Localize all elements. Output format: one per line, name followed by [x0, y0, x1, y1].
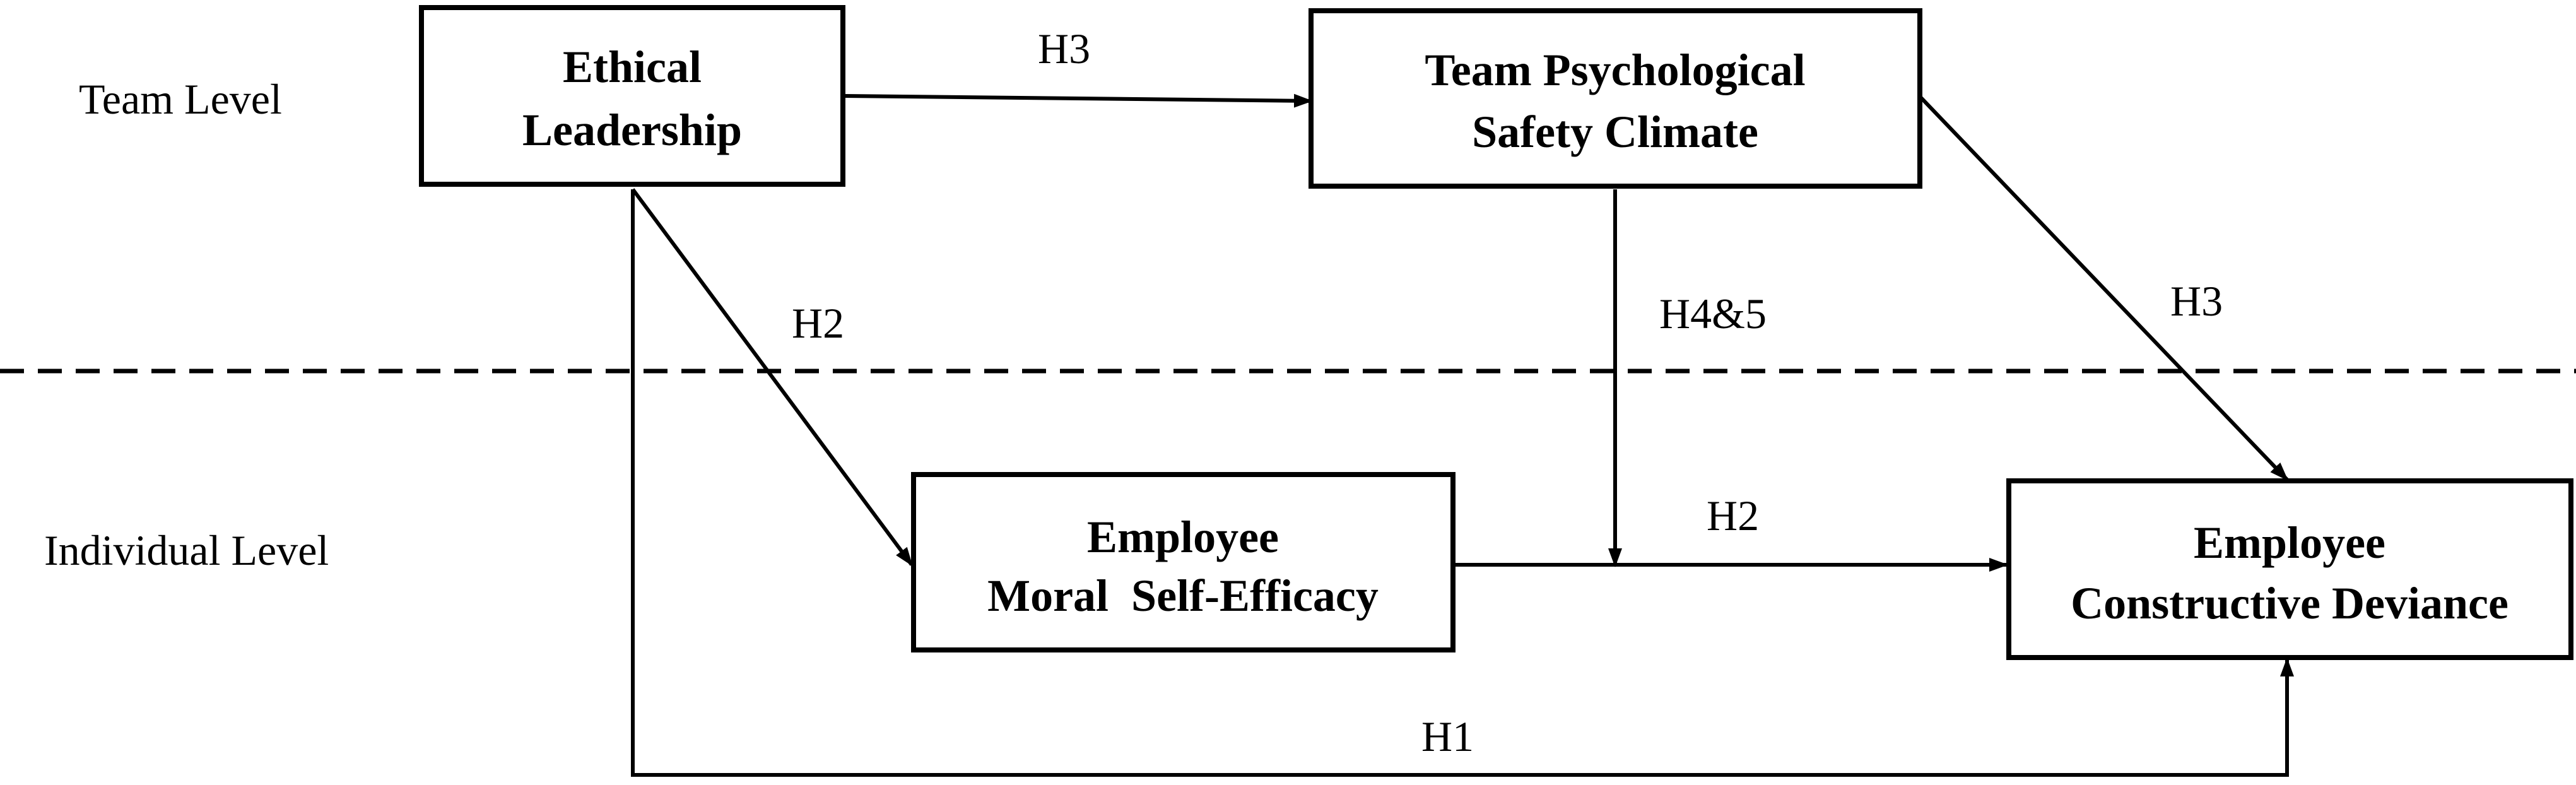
team-psych-safety-line2: Safety Climate [1472, 107, 1758, 157]
constructive-deviance-line2: Constructive Deviance [2071, 578, 2508, 629]
team-psych-safety-line1: Team Psychological [1425, 45, 1805, 95]
team-level-label: Team Level [79, 75, 282, 123]
box-constructive-deviance: Employee Constructive Deviance [2006, 478, 2573, 660]
moral-self-efficacy-line1: Employee [1087, 512, 1279, 562]
box-moral-self-efficacy: Employee Moral Self-Efficacy [911, 472, 1456, 652]
arrow-leadership-to-deviance [631, 189, 2294, 777]
constructive-deviance-line1: Employee [2194, 517, 2385, 568]
box-team-psych-safety: Team Psychological Safety Climate [1309, 8, 1922, 189]
label-leadership-to-efficacy: H2 [792, 299, 844, 347]
label-efficacy-to-deviance: H2 [1707, 492, 1759, 540]
box-ethical-leadership: Ethical Leadership [419, 5, 845, 187]
label-safety-to-deviance: H3 [2170, 277, 2223, 325]
arrow-leadership-to-efficacy [631, 188, 914, 567]
moral-self-efficacy-line2: Moral Self-Efficacy [987, 570, 1379, 621]
arrow-safety-to-deviance [1919, 96, 2289, 481]
label-leadership-to-deviance: H1 [1421, 712, 1474, 760]
label-moderation: H4&5 [1659, 290, 1767, 338]
ethical-leadership-line1: Ethical [563, 42, 702, 92]
label-leadership-to-safety: H3 [1038, 25, 1090, 73]
ethical-leadership-line2: Leadership [522, 105, 742, 155]
arrow-leadership-to-safety [844, 93, 1313, 108]
individual-level-label: Individual Level [44, 526, 329, 574]
